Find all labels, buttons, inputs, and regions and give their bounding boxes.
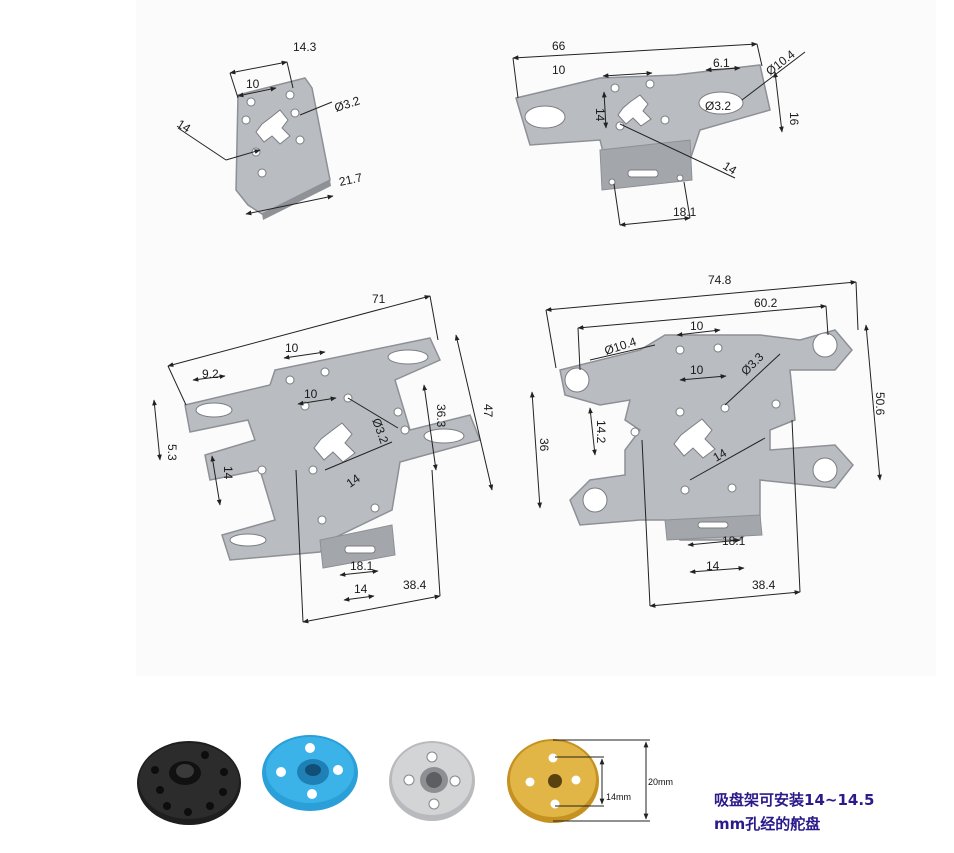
dim-label: Ø3.2	[705, 99, 731, 113]
dim-label: 36.3	[434, 404, 448, 428]
dim-label: 10	[552, 63, 566, 77]
bracket-top-right: 66 10 6.1 Ø10.4 Ø3.2 16 14 14 18.1	[512, 39, 806, 227]
dim-label: 16	[787, 112, 801, 126]
dim-label: 38.4	[752, 578, 776, 592]
servo-horn-blue	[262, 735, 358, 811]
dim-label: 10	[285, 341, 299, 355]
dim-label: 60.2	[754, 296, 778, 310]
dim-label: 14.3	[293, 40, 317, 54]
dim-label: 38.4	[403, 578, 427, 592]
dim-label: 14	[174, 117, 193, 136]
dim-label: 14	[221, 466, 235, 480]
dim-label: 47	[481, 404, 495, 418]
servo-horn-gold: 14mm 20mm	[503, 730, 683, 830]
dim-label: 66	[552, 39, 566, 53]
dim-label: 10	[304, 387, 318, 401]
dim-label: 74.8	[708, 273, 732, 287]
dim-label: 9.2	[202, 367, 219, 381]
bracket-mid-left: 71 10 9.2 10 Ø3.2 36.3 47 5.3 14 14 18.1…	[152, 292, 495, 624]
dim-label: Ø10.4	[763, 47, 798, 78]
caption-line-2: mm孔经的舵盘	[714, 815, 821, 833]
bracket-top-left: 14.3 10 Ø3.2 14 21.7	[174, 40, 364, 220]
dim-label: 18.1	[673, 205, 697, 219]
dim-label: 14	[593, 108, 607, 122]
bracket-mid-right: 74.8 60.2 10 Ø10.4 10 Ø3.3 14.2 36 50.6 …	[529, 273, 887, 608]
servo-horn-black	[137, 741, 241, 825]
dim-label: 21.7	[338, 170, 364, 189]
servo-horn-silver	[383, 740, 478, 825]
dim-label: 14	[706, 559, 720, 573]
dim-label: 36	[537, 438, 551, 452]
dim-label: 14	[711, 446, 730, 465]
dim-label: 14	[354, 582, 368, 596]
dim-label: 10	[246, 77, 260, 91]
dim-label: 71	[372, 292, 386, 306]
dim-label: 6.1	[713, 56, 730, 70]
caption-line-1: 吸盘架可安装14~14.5	[714, 791, 875, 809]
dim-label: 5.3	[165, 444, 179, 461]
dim-label: 50.6	[873, 392, 887, 416]
inner-diameter-label: 14mm	[606, 792, 631, 802]
dim-label: 18.1	[722, 534, 746, 548]
dim-label: 18.1	[350, 559, 374, 573]
dim-label: 14	[720, 159, 739, 178]
dim-label: 14.2	[594, 420, 608, 444]
dim-label: Ø3.2	[333, 93, 362, 114]
outer-diameter-label: 20mm	[648, 777, 673, 787]
dim-label: 10	[690, 319, 704, 333]
dim-label: 10	[690, 363, 704, 377]
caption-text: 吸盘架可安装14~14.5 mm孔经的舵盘	[714, 788, 944, 836]
